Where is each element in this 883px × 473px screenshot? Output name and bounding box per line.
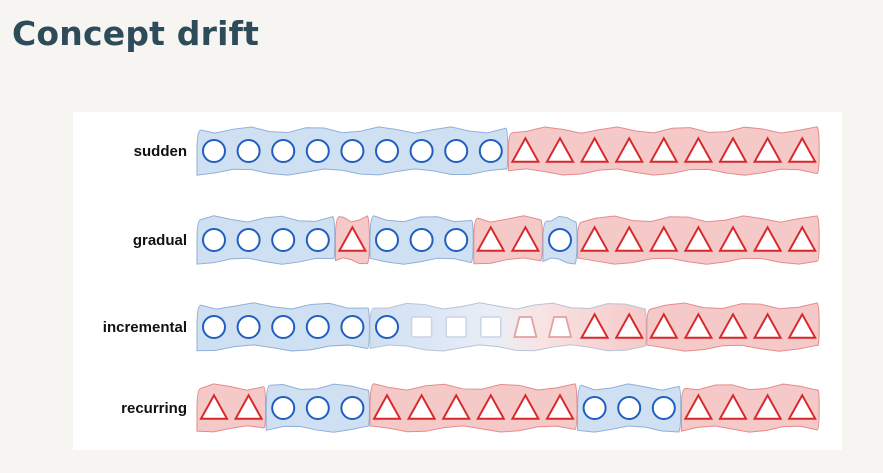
triangle-symbol bbox=[579, 312, 610, 339]
triangle-symbol bbox=[476, 225, 506, 252]
circle-symbol bbox=[236, 315, 261, 339]
triangle-symbol bbox=[510, 393, 541, 420]
square-symbol bbox=[410, 316, 433, 338]
trapezoid-symbol bbox=[513, 316, 538, 338]
concept-mix-region bbox=[369, 302, 647, 352]
circle-symbol bbox=[340, 396, 365, 420]
triangle-symbol bbox=[649, 225, 679, 252]
concept-drift-figure: sudden gradual incremental recurring bbox=[73, 112, 842, 450]
circle-symbol bbox=[202, 228, 226, 252]
square-symbol bbox=[445, 316, 467, 338]
circle-symbol bbox=[340, 139, 365, 163]
triangle-symbol bbox=[718, 225, 748, 252]
drift-row-sudden: sudden bbox=[134, 126, 820, 176]
triangle-symbol bbox=[545, 393, 575, 420]
triangle-symbol bbox=[614, 225, 644, 252]
row-label: incremental bbox=[103, 319, 187, 336]
triangle-symbol bbox=[787, 225, 817, 252]
circle-symbol bbox=[305, 396, 330, 420]
triangle-symbol bbox=[787, 136, 817, 163]
square-symbol bbox=[480, 316, 502, 338]
triangle-symbol bbox=[337, 225, 368, 252]
triangle-symbol bbox=[614, 312, 644, 339]
row-label: recurring bbox=[121, 400, 187, 417]
triangle-symbol bbox=[683, 225, 714, 252]
triangle-symbol bbox=[476, 393, 506, 420]
concept-a-region bbox=[196, 215, 336, 265]
circle-symbol bbox=[409, 228, 434, 252]
circle-symbol bbox=[202, 139, 226, 163]
concept-b-region bbox=[369, 383, 578, 433]
triangle-symbol bbox=[683, 312, 714, 339]
triangle-symbol bbox=[787, 312, 817, 339]
concept-drift-diagram: sudden gradual incremental recurring bbox=[103, 126, 820, 433]
triangle-symbol bbox=[752, 312, 783, 339]
triangle-symbol bbox=[372, 393, 402, 420]
circle-symbol bbox=[305, 139, 330, 163]
triangle-symbol bbox=[441, 393, 471, 420]
circle-symbol bbox=[375, 315, 399, 339]
concept-b-region bbox=[680, 383, 820, 433]
circle-symbol bbox=[375, 139, 399, 163]
circle-symbol bbox=[271, 228, 296, 252]
circle-symbol bbox=[651, 396, 676, 420]
circle-symbol bbox=[478, 139, 503, 163]
circle-symbol bbox=[271, 315, 296, 339]
circle-symbol bbox=[617, 396, 642, 420]
triangle-symbol bbox=[752, 225, 783, 252]
triangle-symbol bbox=[510, 136, 541, 163]
circle-symbol bbox=[236, 139, 261, 163]
trapezoid-symbol bbox=[547, 316, 573, 338]
circle-symbol bbox=[409, 139, 434, 163]
circle-symbol bbox=[202, 315, 226, 339]
drift-row-recurring: recurring bbox=[121, 383, 820, 433]
triangle-symbol bbox=[233, 393, 264, 420]
triangle-symbol bbox=[649, 136, 679, 163]
triangle-symbol bbox=[579, 136, 610, 163]
triangle-symbol bbox=[683, 393, 714, 420]
triangle-symbol bbox=[649, 312, 679, 339]
page-title: Concept drift bbox=[12, 14, 260, 53]
circle-symbol bbox=[444, 228, 469, 252]
circle-symbol bbox=[271, 396, 296, 420]
triangle-symbol bbox=[614, 136, 644, 163]
circle-symbol bbox=[271, 139, 296, 163]
triangle-symbol bbox=[752, 393, 783, 420]
triangle-symbol bbox=[718, 393, 748, 420]
triangle-symbol bbox=[579, 225, 610, 252]
triangle-symbol bbox=[199, 393, 229, 420]
triangle-symbol bbox=[752, 136, 783, 163]
circle-symbol bbox=[305, 228, 330, 252]
triangle-symbol bbox=[718, 312, 748, 339]
triangle-symbol bbox=[406, 393, 437, 420]
circle-symbol bbox=[375, 228, 399, 252]
circle-symbol bbox=[305, 315, 330, 339]
triangle-symbol bbox=[787, 393, 817, 420]
circle-symbol bbox=[548, 228, 572, 252]
circle-symbol bbox=[444, 139, 469, 163]
circle-symbol bbox=[582, 396, 607, 420]
triangle-symbol bbox=[545, 136, 575, 163]
row-label: sudden bbox=[134, 143, 187, 160]
drift-row-incremental: incremental bbox=[103, 302, 820, 352]
row-label: gradual bbox=[133, 232, 187, 249]
circle-symbol bbox=[340, 315, 365, 339]
triangle-symbol bbox=[718, 136, 748, 163]
triangle-symbol bbox=[510, 225, 541, 252]
drift-row-gradual: gradual bbox=[133, 215, 820, 265]
triangle-symbol bbox=[683, 136, 714, 163]
circle-symbol bbox=[236, 228, 261, 252]
